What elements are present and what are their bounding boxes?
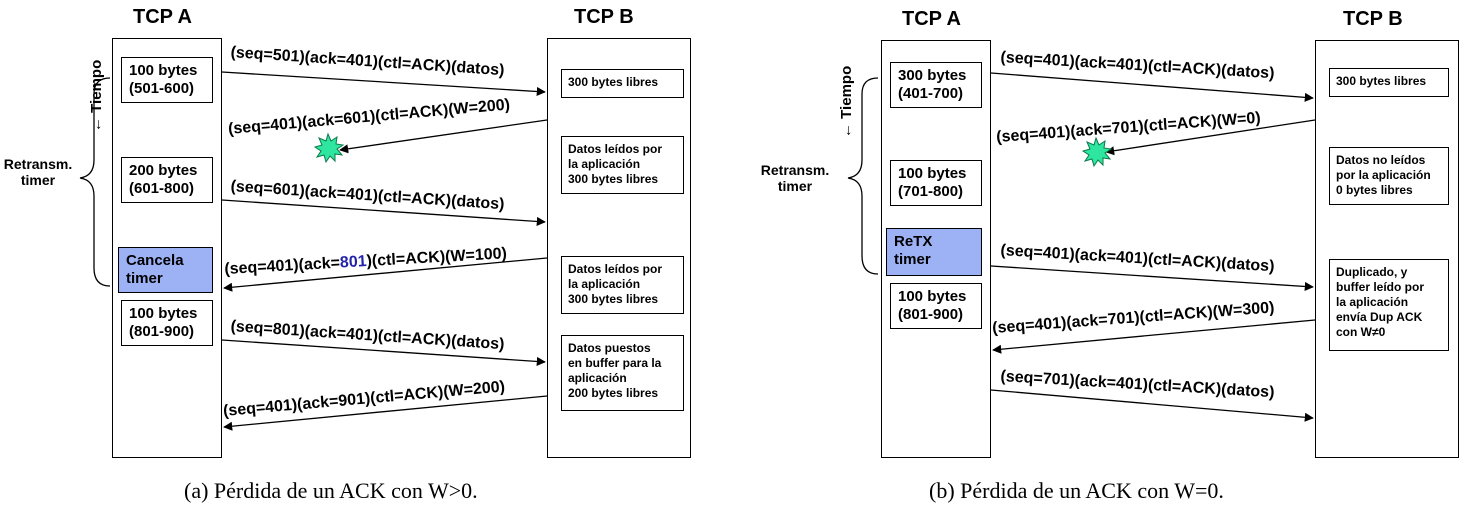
a-segment-box: 100 bytes (801-900) [121, 300, 213, 346]
loss-burst-icon [313, 132, 345, 164]
message-arrow-lost [339, 119, 548, 154]
b-state-box: 300 bytes libres [1329, 68, 1449, 97]
tcp-b-title: TCP B [1343, 8, 1403, 30]
message-arrow [221, 71, 546, 97]
b-state-box: Datos no leídos por la aplicación 0 byte… [1329, 147, 1449, 205]
tcp-a-title: TCP A [133, 6, 192, 28]
message-arrow [223, 257, 548, 292]
message-arrow [990, 265, 1314, 292]
a-segment-box: 300 bytes (401-700) [890, 62, 982, 108]
timer-brace [79, 77, 111, 287]
message-arrow [992, 319, 1316, 354]
message-arrow [221, 199, 546, 226]
b-state-box: Duplicado, y buffer leído por la aplicac… [1329, 259, 1449, 351]
message-arrow [990, 389, 1314, 422]
message-arrow [990, 72, 1314, 102]
timer-label: Retransm. timer [760, 162, 830, 194]
a-retx-timer-box: ReTX timer [886, 228, 982, 276]
b-state-box: Datos leídos por la aplicación 300 bytes… [561, 136, 684, 194]
tcp-b-column [1315, 40, 1459, 458]
message-arrow [221, 339, 546, 366]
panel-a: TCP A TCP B ← Tiempo Retransm. timer 100… [3, 6, 691, 503]
a-segment-box: 100 bytes (801-900) [890, 283, 982, 329]
message-arrow-lost [1105, 119, 1316, 156]
b-state-box: Datos puestos en buffer para la aplicaci… [561, 335, 684, 411]
a-segment-box: 200 bytes (601-800) [121, 157, 213, 203]
a-segment-box: 100 bytes (501-600) [121, 57, 213, 103]
b-state-box: Datos leídos por la aplicación 300 bytes… [561, 256, 684, 314]
panel-b: TCP A TCP B ← Tiempo Retransm. timer 300… [735, 0, 1470, 510]
a-segment-box: 100 bytes (701-800) [890, 160, 982, 206]
tcp-a-title: TCP A [902, 8, 961, 30]
timer-label: Retransm. timer [3, 156, 73, 188]
tcp-b-title: TCP B [574, 6, 634, 28]
caption-b: (b) Pérdida de un ACK con W=0. [929, 478, 1224, 503]
message-arrow [223, 395, 548, 431]
caption-a: (a) Pérdida de un ACK con W>0. [184, 478, 478, 503]
timer-brace [847, 77, 879, 275]
a-cancel-timer-box: Cancela timer [118, 247, 213, 293]
loss-burst-icon [1081, 136, 1113, 168]
b-state-box: 300 bytes libres [561, 69, 684, 98]
